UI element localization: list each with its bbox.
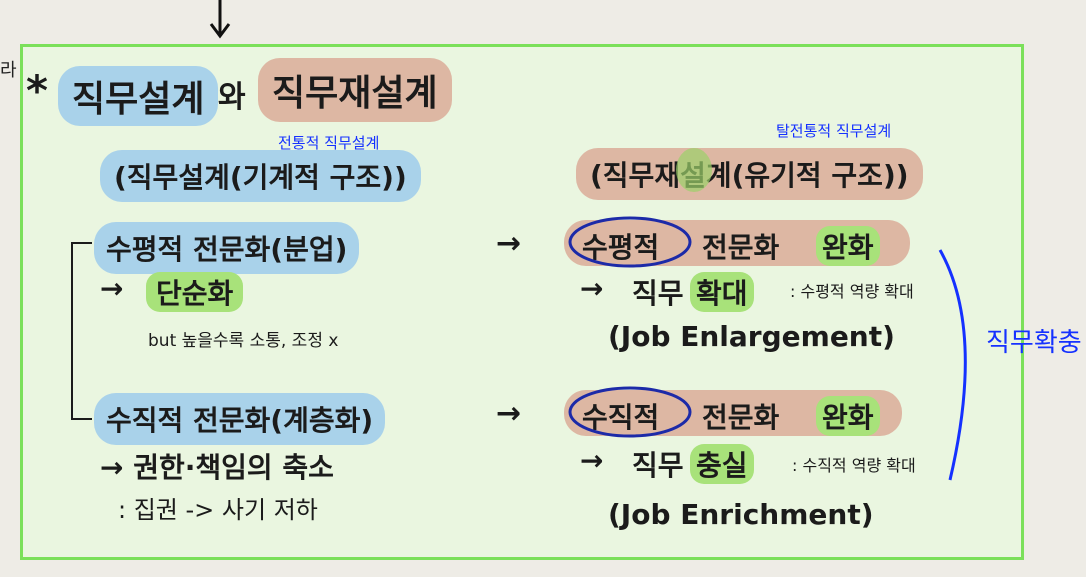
- title-joiner: 와: [218, 80, 246, 115]
- simplify-label: 단순화: [146, 272, 244, 312]
- title-part2: 직무재설계: [258, 58, 452, 122]
- but-note: but 높을수록 소통, 조정 x: [148, 331, 339, 351]
- enrichment-highlight: 충실: [690, 444, 754, 484]
- job-enrichment: (Job Enrichment): [608, 498, 874, 531]
- left-bracket: [71, 242, 92, 420]
- down-arrow-icon: [209, 0, 231, 39]
- title-part1: 직무설계: [58, 66, 219, 126]
- vertical-circle-text: 수직적: [582, 401, 660, 434]
- enlargement-arrow: →: [580, 272, 604, 305]
- vertical-relax: 완화: [816, 396, 880, 436]
- circle-vertical: [568, 386, 692, 438]
- centralization-note: : 집권 -> 사기 저하: [118, 496, 318, 524]
- enlargement-highlight: 확대: [690, 272, 754, 312]
- job-enlargement: (Job Enlargement): [608, 320, 895, 353]
- left-caption: 전통적 직무설계: [278, 134, 380, 152]
- vertical-specialization: 수직적 전문화(계층화): [94, 393, 386, 445]
- enrichment-prefix: 직무: [632, 449, 684, 482]
- vertical-rest: 전문화: [702, 401, 780, 434]
- left-header: (직무설계(기계적 구조)): [100, 150, 421, 202]
- circle-horizontal: [568, 216, 692, 268]
- enrichment-arrow: →: [580, 444, 604, 477]
- horizontal-relax: 완화: [816, 226, 880, 266]
- right-caption: 탈전통적 직무설계: [776, 122, 892, 140]
- mid-arrow-1: →: [496, 226, 522, 261]
- enlargement-prefix: 직무: [632, 277, 684, 310]
- enlargement-note: : 수평적 역량 확대: [790, 282, 914, 301]
- horizontal-circle-text: 수평적: [582, 231, 660, 264]
- horizontal-rest: 전문화: [702, 231, 780, 264]
- mid-arrow-2: →: [496, 396, 522, 431]
- cropped-text-fragment: 라: [0, 60, 17, 81]
- simplify-arrow: →: [100, 272, 124, 305]
- authority-reduction: → 권한·책임의 축소: [100, 451, 334, 484]
- enrichment-note: : 수직적 역량 확대: [792, 456, 916, 475]
- green-dot-accent: [676, 148, 712, 192]
- horizontal-specialization: 수평적 전문화(분업): [94, 222, 360, 274]
- title-star: *: [26, 66, 48, 115]
- brace-icon: [938, 249, 967, 481]
- right-header: (직무재설계(유기적 구조)): [576, 148, 923, 200]
- side-note: 직무확충: [986, 328, 1082, 358]
